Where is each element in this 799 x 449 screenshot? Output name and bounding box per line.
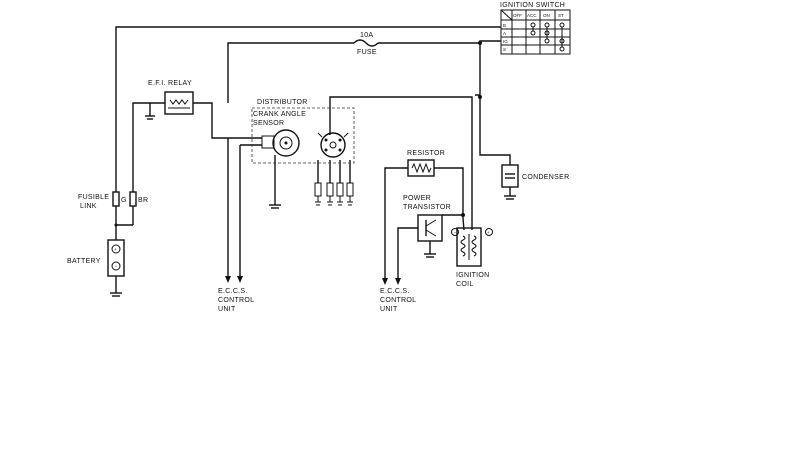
- fuse-label: FUSE: [357, 49, 377, 56]
- battery: BATTERY + −: [67, 239, 125, 297]
- crank-angle-sensor-label-1: CRANK ANGLE: [253, 111, 306, 118]
- switch-col-st: ST: [558, 13, 564, 18]
- distributor: DISTRIBUTOR CRANK ANGLE SENSOR: [251, 99, 355, 164]
- switch-col-off: OFF: [513, 13, 522, 18]
- wire-br-label: BR: [138, 197, 148, 204]
- condenser: CONDENSER: [501, 164, 569, 200]
- ignition-coil-label-2: COIL: [456, 281, 474, 288]
- eccs-left-label-2: CONTROL: [218, 297, 254, 304]
- condenser-label: CONDENSER: [522, 174, 569, 181]
- ignition-coil: − + IGNITION COIL: [451, 227, 493, 288]
- fuse: 10A FUSE: [353, 32, 379, 56]
- spark-plug: [326, 182, 334, 206]
- spark-plugs: [314, 182, 354, 206]
- fusible-link-label-1: FUSIBLE: [78, 194, 109, 201]
- resistor: RESISTOR: [407, 150, 445, 177]
- spark-plug: [336, 182, 344, 206]
- efi-relay-label: E.F.I. RELAY: [148, 80, 192, 87]
- switch-col-acc: ACC: [527, 13, 537, 18]
- fuse-rating: 10A: [360, 32, 373, 39]
- power-transistor-label-1: POWER: [403, 195, 431, 202]
- switch-col-on: ON: [543, 13, 550, 18]
- resistor-label: RESISTOR: [407, 150, 445, 157]
- distributor-cap: [320, 132, 346, 158]
- coil-minus-terminal: −: [454, 230, 457, 235]
- crank-angle-sensor-label-2: SENSOR: [253, 120, 284, 127]
- switch-row-b: B: [503, 23, 506, 28]
- eccs-right-label-3: UNIT: [380, 306, 398, 313]
- crank-angle-sensor: [272, 129, 300, 157]
- spark-plug: [346, 182, 354, 206]
- battery-minus-terminal: −: [115, 264, 118, 269]
- eccs-right-label-2: CONTROL: [380, 297, 416, 304]
- ignition-switch-label: IGNITION SWITCH: [500, 2, 565, 9]
- power-transistor: POWER TRANSISTOR: [403, 195, 451, 258]
- ground-symbol: [269, 204, 281, 209]
- coil-plus-terminal: +: [487, 230, 490, 235]
- eccs-left-label-1: E.C.C.S.: [218, 288, 248, 295]
- efi-relay: E.F.I. RELAY: [145, 80, 194, 120]
- distributor-label: DISTRIBUTOR: [257, 99, 308, 106]
- ignition-switch: IGNITION SWITCH OFF ACC ON ST B A IG S: [500, 2, 571, 55]
- switch-row-a: A: [503, 31, 506, 36]
- eccs-left-label-3: UNIT: [218, 306, 236, 313]
- battery-label: BATTERY: [67, 258, 101, 265]
- wire-g-label: G: [121, 197, 127, 204]
- eccs-right-label-1: E.C.C.S.: [380, 288, 410, 295]
- power-transistor-label-2: TRANSISTOR: [403, 204, 451, 211]
- eccs-control-unit-right: E.C.C.S. CONTROL UNIT: [380, 288, 416, 313]
- battery-plus-terminal: +: [114, 247, 117, 252]
- fusible-link-label-2: LINK: [80, 203, 97, 210]
- ignition-coil-label-1: IGNITION: [456, 272, 490, 279]
- switch-row-s: S: [503, 47, 506, 52]
- distributor-housing: [251, 107, 355, 164]
- spark-plug: [314, 182, 322, 206]
- switch-row-ig: IG: [503, 39, 508, 44]
- fusible-link: FUSIBLE LINK G BR: [78, 191, 148, 210]
- wiring: [114, 26, 511, 293]
- eccs-control-unit-left: E.C.C.S. CONTROL UNIT: [218, 288, 254, 313]
